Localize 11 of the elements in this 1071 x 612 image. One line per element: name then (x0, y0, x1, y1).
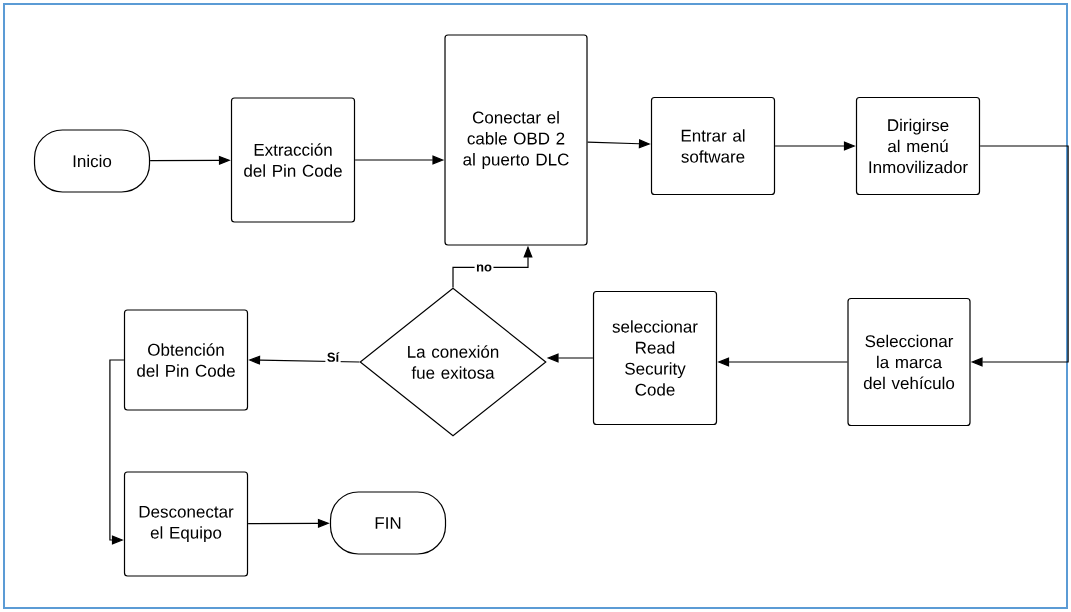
process-box: Conectar el cable OBD 2 al puerto DLC (444, 34, 588, 246)
process-box: Extracción del Pin Code (230, 97, 356, 223)
process-box: seleccionar Read Security Code (592, 290, 718, 426)
arrow (109, 359, 125, 545)
process-box: Obtención del Pin Code (123, 309, 249, 411)
edge-label: Sí (325, 350, 341, 364)
process-box: Desconectar el Equipo (123, 471, 249, 577)
process-box: Entrar al software (650, 96, 776, 196)
process-box: Seleccionar la marca del vehículo (847, 297, 971, 427)
process-box: Dirigirse al menú Inmovilizador (855, 96, 981, 196)
edge-label: no (474, 262, 494, 274)
